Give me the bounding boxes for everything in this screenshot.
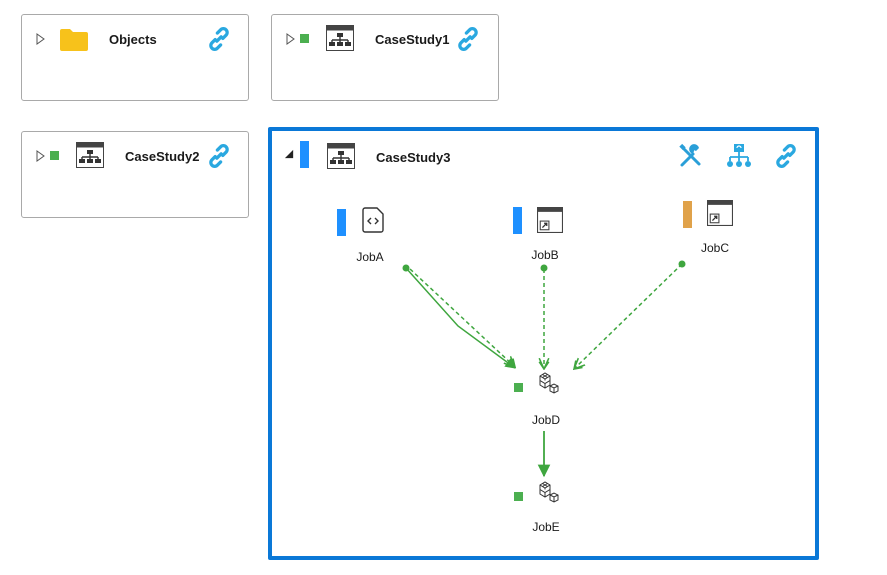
- card-title: CaseStudy1: [375, 32, 450, 47]
- window-shortcut-icon: [707, 200, 733, 226]
- folder-icon: [60, 29, 88, 51]
- edge-jobc-jobd: [574, 263, 683, 369]
- card-title: CaseStudy3: [376, 150, 451, 165]
- status-indicator: [514, 492, 523, 501]
- workflow-icon: [76, 142, 104, 168]
- collapse-arrow-icon[interactable]: [284, 149, 295, 160]
- dependency-graph: [402, 260, 686, 478]
- objects-card[interactable]: Objects: [21, 14, 249, 101]
- status-bar: [683, 201, 692, 228]
- status-bar: [337, 209, 346, 236]
- cubes-icon: [535, 371, 561, 397]
- workflow-icon: [326, 25, 354, 51]
- card-title: Objects: [109, 32, 157, 47]
- edge-anchor: [678, 260, 686, 268]
- job-label: JobA: [356, 250, 384, 264]
- link-icon[interactable]: [206, 26, 232, 52]
- job-label: JobE: [532, 520, 560, 534]
- casestudy1-card[interactable]: CaseStudy1: [271, 14, 499, 101]
- card-title: CaseStudy2: [125, 149, 200, 164]
- window-shortcut-icon: [537, 207, 563, 233]
- status-indicator: [300, 34, 309, 43]
- hierarchy-icon[interactable]: [725, 142, 753, 170]
- edge-anchor: [402, 264, 410, 272]
- script-icon: [362, 207, 384, 233]
- status-indicator: [514, 383, 523, 392]
- casestudy2-card[interactable]: CaseStudy2: [21, 131, 249, 218]
- link-icon[interactable]: [455, 26, 481, 52]
- status-bar: [513, 207, 522, 234]
- status-bar: [300, 141, 309, 168]
- expand-arrow-icon[interactable]: [35, 33, 47, 45]
- job-label: JobB: [531, 248, 559, 262]
- job-node-jobc[interactable]: JobC: [683, 199, 763, 261]
- job-node-jobe[interactable]: JobE: [510, 480, 590, 542]
- status-indicator: [50, 151, 59, 160]
- casestudy3-card[interactable]: CaseStudy3 JobA: [268, 127, 819, 560]
- job-label: JobC: [700, 241, 729, 255]
- edge-joba-jobd: [405, 267, 516, 369]
- job-node-joba[interactable]: JobA: [337, 207, 417, 269]
- expand-arrow-icon[interactable]: [285, 33, 297, 45]
- expand-arrow-icon[interactable]: [35, 150, 47, 162]
- job-node-jobb[interactable]: JobB: [513, 205, 593, 267]
- cubes-icon: [535, 480, 561, 506]
- tools-icon[interactable]: [677, 142, 705, 170]
- edge-anchor: [540, 264, 548, 272]
- link-icon[interactable]: [206, 143, 232, 169]
- job-label: JobD: [531, 413, 560, 427]
- edge-joba-jobd-dashed: [409, 268, 515, 367]
- job-node-jobd[interactable]: JobD: [510, 370, 590, 432]
